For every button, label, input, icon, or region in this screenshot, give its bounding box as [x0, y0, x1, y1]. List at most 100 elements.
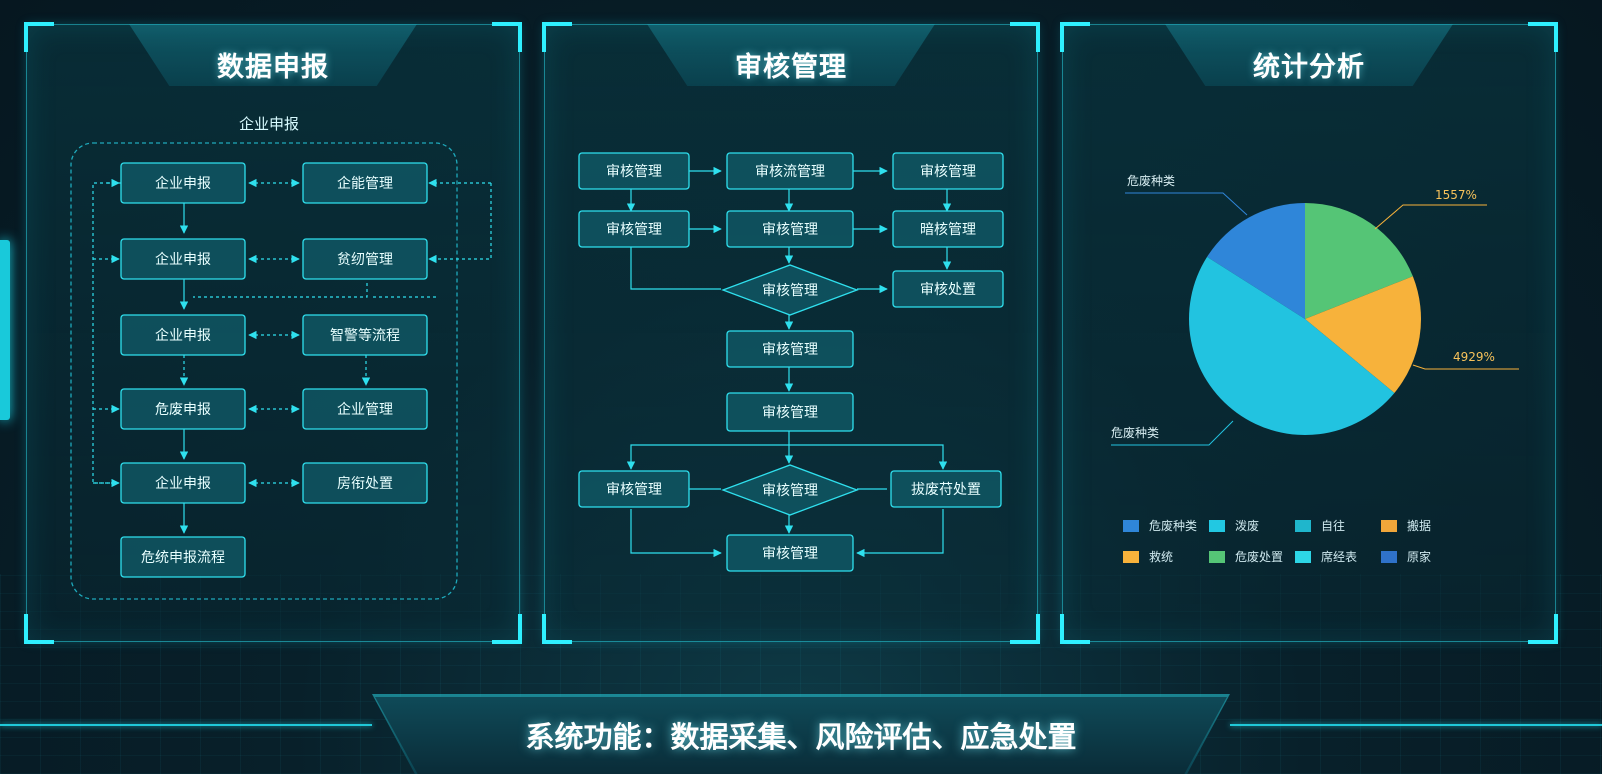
- flow-node: 企业申报: [120, 238, 246, 280]
- flow-node: 企业申报: [120, 462, 246, 504]
- flow-node-label: 企业申报: [155, 251, 211, 268]
- flow-node-label: 审核管理: [920, 164, 976, 180]
- flow-node: 智警等流程: [302, 314, 428, 356]
- callout-line: [1125, 192, 1248, 216]
- flow-node: 审核流管理: [726, 152, 854, 190]
- callout-value: 4929%: [1453, 350, 1495, 364]
- panel-title: 审核管理: [735, 52, 847, 83]
- flow-node-label: 危废申报: [155, 402, 211, 418]
- callout-label: 危废种类: [1127, 173, 1175, 188]
- chart-legend: 危废种类 泼废 自往 搬据救统 危废处置 席经表 原家: [1123, 517, 1543, 565]
- corner-decoration: [1060, 22, 1090, 52]
- flow-node: 审核处置: [892, 270, 1004, 308]
- flowchart-report: 企业申报: [70, 115, 492, 600]
- panel-header-shape: [1165, 24, 1453, 86]
- flow-node-label: 企业申报: [155, 175, 211, 192]
- flow-node-label: 拔废苻处置: [911, 481, 981, 498]
- legend-label: 席经表: [1321, 550, 1358, 564]
- legend-label: 原家: [1407, 550, 1432, 564]
- flow-node-label: 审核管理: [606, 482, 662, 498]
- flow-node-label: 审核管理: [762, 405, 818, 421]
- pie-slice: [1207, 203, 1305, 319]
- legend-label: 救统: [1149, 550, 1174, 564]
- legend-swatch: [1123, 519, 1139, 532]
- flow-node-label: 审核管理: [762, 483, 818, 499]
- corner-decoration: [24, 614, 54, 644]
- panel-header-shape: [129, 24, 417, 86]
- flow-decision: 审核管理: [721, 264, 859, 316]
- banner-line-left: [0, 724, 372, 726]
- bottom-banner-inner: [375, 697, 1227, 774]
- group-frame: [70, 142, 458, 600]
- flow-node: 企业管理: [302, 388, 428, 430]
- bottom-banner: 系统功能：数据采集、风险评估、应急处置: [372, 694, 1230, 774]
- legend-swatch: [1209, 519, 1225, 532]
- legend-label: 危废种类: [1149, 519, 1198, 533]
- flow-node: 审核管理: [726, 210, 854, 248]
- flow-node-label: 审核管理: [762, 222, 818, 238]
- flow-node-label: 审核管理: [606, 164, 662, 180]
- panel-data-report: 数据申报 企业申报: [24, 22, 522, 644]
- corner-decoration: [492, 22, 522, 52]
- pie-chart: 危废种类 1557% 4929% 危废种类: [1111, 173, 1519, 446]
- pie-slice: [1305, 276, 1421, 393]
- corner-decoration: [542, 22, 572, 52]
- legend-swatch: [1295, 550, 1311, 563]
- legend-label: 自往: [1321, 519, 1346, 533]
- corner-decoration: [1060, 614, 1090, 644]
- flow-node-label: 房衔处置: [337, 476, 393, 492]
- flow-node-label: 企能管理: [337, 175, 393, 192]
- legend-swatch: [1209, 550, 1225, 563]
- panel-audit-management: 审核管理: [542, 22, 1040, 644]
- legend-item: 原家: [1381, 548, 1467, 565]
- flow-node-label: 审核处置: [920, 282, 976, 298]
- flow-node: 危统申报流程: [120, 536, 246, 578]
- flow-node: 审核管理: [578, 470, 690, 508]
- flow-node-label: 企业申报: [155, 327, 211, 344]
- corner-decoration: [1528, 614, 1558, 644]
- flow-decision: 审核管理: [721, 464, 859, 516]
- panel-title: 统计分析: [1253, 52, 1365, 83]
- pie-slice: [1305, 203, 1413, 319]
- callout-label: 危废种类: [1111, 425, 1159, 440]
- flow-node-label: 审核管理: [762, 546, 818, 562]
- legend-label: 泼废: [1235, 519, 1260, 533]
- flowchart-audit: 审核管理审核流管理审核管理审核管理审核管理暗核管理审核管理审核处置审核管理审核管…: [578, 152, 1004, 572]
- flow-node-label: 智警等流程: [330, 327, 400, 344]
- legend-item: 危废种类: [1123, 517, 1209, 534]
- flow-node: 审核管理: [578, 210, 690, 248]
- legend-item: 救统: [1123, 548, 1209, 565]
- panel-title: 数据申报: [217, 52, 329, 83]
- banner-line-right: [1230, 724, 1602, 726]
- flow-node-label: 审核管理: [762, 283, 818, 299]
- flow-node-label: 审核管理: [762, 342, 818, 358]
- flow-node: 暗核管理: [892, 210, 1004, 248]
- subtitle: 企业申报: [239, 115, 299, 133]
- callout-value: 1557%: [1435, 188, 1477, 202]
- corner-decoration: [1010, 22, 1040, 52]
- footer-text: 系统功能：数据采集、风险评估、应急处置: [525, 720, 1077, 754]
- legend-item: 搬据: [1381, 517, 1467, 534]
- flow-node: 审核管理: [726, 392, 854, 432]
- side-accent-bar: [0, 240, 10, 420]
- flow-node: 拔废苻处置: [890, 470, 1002, 508]
- callout-line: [1412, 364, 1519, 370]
- flow-node: 贫纫管理: [302, 238, 428, 280]
- corner-decoration: [24, 22, 54, 52]
- flow-node-label: 危统申报流程: [141, 550, 225, 566]
- legend-label: 搬据: [1407, 519, 1432, 533]
- flow-node-label: 企业申报: [155, 475, 211, 492]
- corner-decoration: [1010, 614, 1040, 644]
- legend-item: 席经表: [1295, 548, 1381, 565]
- flow-node-label: 暗核管理: [920, 222, 976, 238]
- legend-swatch: [1123, 550, 1139, 563]
- panel-header-shape: [647, 24, 935, 86]
- pie-slice: [1189, 256, 1395, 436]
- flow-node: 房衔处置: [302, 462, 428, 504]
- flow-node-label: 企业管理: [337, 401, 393, 418]
- panel-statistics: 统计分析 危废种类 1557% 4929% 危废种类 危废种类泼废自往搬据救统危…: [1060, 22, 1558, 644]
- flow-node: 审核管理: [726, 330, 854, 368]
- legend-swatch: [1381, 519, 1397, 532]
- corner-decoration: [542, 614, 572, 644]
- legend-item: 危废处置: [1209, 548, 1295, 565]
